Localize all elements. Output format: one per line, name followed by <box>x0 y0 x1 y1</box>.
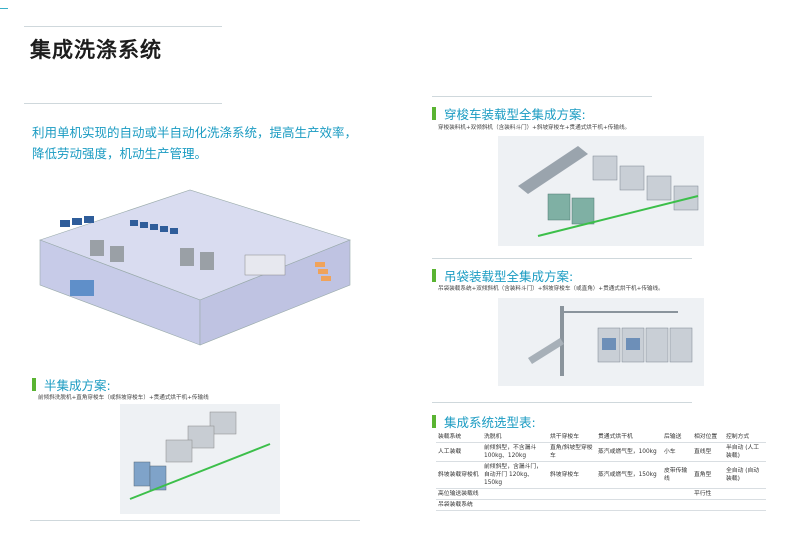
section-bar <box>432 107 436 120</box>
table-cell: 皮带传输线 <box>664 468 688 482</box>
table-cell: 斜坡装载穿梭机 <box>438 472 479 478</box>
table-cell <box>662 500 692 511</box>
shuttle-section-title: 穿梭车装载型全集成方案: <box>444 107 586 122</box>
table-cell: 高位输送装载线 <box>438 491 479 497</box>
table-cell: 前倾斜型，含漏斗门，自动开门 120kg、150kg <box>484 464 542 486</box>
selection-section-heading: 集成系统选型表: <box>432 412 536 431</box>
right-top-rule <box>432 96 652 97</box>
title-rule <box>24 103 222 104</box>
semi-section-heading: 半集成方案: <box>32 375 111 394</box>
right-mid-rule-1 <box>432 258 692 259</box>
table-cell <box>662 489 692 500</box>
table-cell <box>596 500 662 511</box>
shuttle-section-subtitle: 穿梭装料机+双倾斜机（含装料斗门）+斜坡穿梭车+贯通式烘干机+传输线。 <box>438 125 631 131</box>
table-cell: 蒸汽或燃气型，100kg <box>598 449 657 455</box>
table-row: 高位输送装载线 平行性 <box>436 489 766 500</box>
table-cell: 人工装载 <box>438 449 462 455</box>
left-bottom-rule <box>30 520 360 521</box>
right-mid-rule-2 <box>432 402 692 403</box>
table-cell <box>482 500 548 511</box>
table-header-cell: 装载系统 <box>438 434 462 440</box>
table-cell: 直角型 <box>694 472 712 478</box>
table-cell: 小车 <box>664 449 676 455</box>
shuttle-solution-image <box>498 136 704 246</box>
table-cell <box>548 500 596 511</box>
page-title: 集成洗涤系统 <box>30 38 162 62</box>
section-bar <box>432 269 436 282</box>
bag-section-heading: 吊袋装载型全集成方案: <box>432 266 573 285</box>
table-row: 吊袋装载系统 <box>436 500 766 511</box>
table-cell <box>596 489 662 500</box>
table-cell <box>692 500 724 511</box>
table-cell: 蒸汽或燃气型，150kg <box>598 472 657 478</box>
table-cell: 斜坡穿梭车 <box>550 472 579 478</box>
semi-integrated-image <box>120 404 280 514</box>
bag-section-subtitle: 吊袋装载系统+双倾斜机（含装料斗门）+斜坡穿梭车（或直角）+贯通式烘干机+传输线… <box>438 286 664 292</box>
table-cell: 平行性 <box>694 491 712 497</box>
table-cell <box>724 489 766 500</box>
top-rule <box>24 26 222 27</box>
table-cell: 前倾斜型，不含漏斗 100kg、120kg <box>484 445 537 459</box>
table-cell: 直线型 <box>694 449 712 455</box>
table-header-cell: 洗脱机 <box>484 434 502 440</box>
section-bar <box>32 378 36 391</box>
table-row: 人工装载 前倾斜型，不含漏斗 100kg、120kg 直角/斜坡型穿梭车 蒸汽或… <box>436 443 766 462</box>
table-cell <box>724 500 766 511</box>
table-header-cell: 贯通式烘干机 <box>598 434 633 440</box>
table-cell: 直角/斜坡型穿梭车 <box>550 445 593 459</box>
intro-text: 利用单机实现的自动或半自动化洗涤系统，提高生产效率，降低劳动强度，机动生产管理。 <box>32 125 358 161</box>
table-cell <box>482 489 548 500</box>
bag-section-title: 吊袋装载型全集成方案: <box>444 269 574 284</box>
section-bar <box>432 415 436 428</box>
selection-section-title: 集成系统选型表: <box>444 415 536 430</box>
table-cell: 全自动 (自动装载) <box>726 468 760 482</box>
table-header-cell: 控制方式 <box>726 434 750 440</box>
table-cell: 吊袋装载系统 <box>438 502 473 508</box>
shuttle-section-heading: 穿梭车装载型全集成方案: <box>432 104 586 123</box>
corner-mark <box>0 8 8 9</box>
semi-section-subtitle: 前倾斜洗脱机+直角穿梭车（或斜坡穿梭车）+贯通式烘干机+传输线 <box>38 395 209 401</box>
selection-table: 装载系统 洗脱机 烘干穿梭车 贯通式烘干机 后输送 相对位置 控制方式 人工装载… <box>436 432 766 511</box>
table-cell <box>548 489 596 500</box>
semi-section-title: 半集成方案: <box>44 378 111 393</box>
table-header-row: 装载系统 洗脱机 烘干穿梭车 贯通式烘干机 后输送 相对位置 控制方式 <box>436 432 766 443</box>
plant-layout-image <box>30 180 360 352</box>
table-header-cell: 烘干穿梭车 <box>550 434 579 440</box>
table-header-cell: 后输送 <box>664 434 682 440</box>
table-cell: 半自动 (人工装载) <box>726 445 760 459</box>
table-row: 斜坡装载穿梭机 前倾斜型，含漏斗门，自动开门 120kg、150kg 斜坡穿梭车… <box>436 462 766 489</box>
bag-solution-image <box>498 298 704 386</box>
table-header-cell: 相对位置 <box>694 434 718 440</box>
